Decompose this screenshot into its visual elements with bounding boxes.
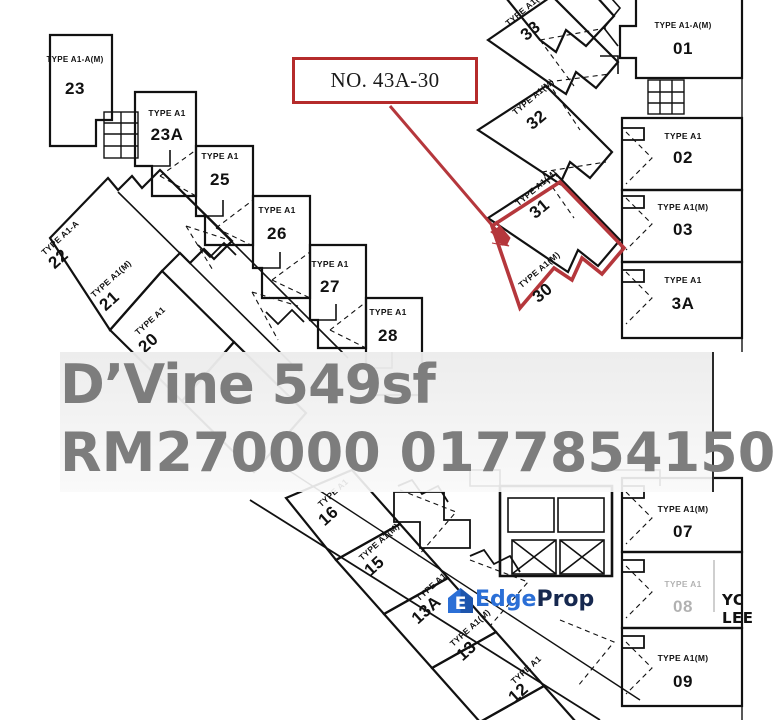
unit-label: TYPE A1 08 [664,579,701,616]
svg-text:E: E [455,594,467,614]
unit-label: TYPE A1 02 [664,131,701,167]
unit-type-label: TYPE A1 [258,205,295,215]
edgeprop-wordmark: EdgeProp [475,589,594,611]
unit-label: TYPE A1 26 [258,205,295,243]
listing-price-phone-watermark: RM270000 0177854150 [60,421,776,484]
edgeprop-logo: E EdgeProp [447,585,594,615]
unit-number-label: 30 [529,279,556,306]
unit-label: TYPE A1(M)32 [510,77,555,134]
unit-number-label: 23 [65,79,85,98]
unit-label: TYPE A1 23A [148,108,185,144]
watermark-band [60,352,714,492]
unit-label: TYPE A1(M) 07 [658,504,709,541]
unit-number-label: 16 [315,502,343,529]
unit-number-label: 07 [673,522,693,541]
unit-number-label: 12 [505,679,533,706]
logo-text-prop: Prop [536,587,595,612]
logo-text-edge: Edge [475,587,537,612]
unit-type-label: TYPE A1 [664,275,701,285]
callout-arrow [388,105,511,247]
unit-type-label: TYPE A1(M) [658,504,709,514]
house-icon: E [447,587,474,614]
unit-number-label: 27 [320,277,340,296]
unit-label: TYPE A1(M)33 [503,0,548,44]
unit-type-label: TYPE A1 [201,151,238,161]
unit-label: TYPE A1 25 [201,151,238,189]
unit-number-label: 02 [673,148,693,167]
unit-type-label: TYPE A1 [664,131,701,141]
unit-number-label: 09 [673,672,693,691]
agent-name: YC LEE [722,591,754,627]
unit-type-label: TYPE A1(M) [658,202,709,212]
unit-type-label: TYPE A1 [369,307,406,317]
unit-type-label: TYPE A1 [311,259,348,269]
unit-number-label: 03 [673,220,693,239]
unit-number-label: 23A [151,125,184,144]
unit-type-label: TYPE A1 [148,108,185,118]
unit-type-label: TYPE A1-A(M) [46,55,103,64]
unit-number-label: 08 [673,597,693,616]
unit-label: TYPE A1-A(M) 01 [654,21,711,58]
agent-divider [713,560,715,612]
unit-number-label: 32 [523,106,550,133]
unit-label: TYPE A1(M)31 [513,168,558,223]
highlighted-unit-outline [489,179,627,312]
unit-type-label: TYPE A1 [664,579,701,589]
listing-title-watermark: D’Vine 549sf [60,353,436,416]
unit-number-label: 28 [378,326,398,345]
unit-label: TYPE A1(M) 03 [658,202,709,239]
unit-number-label: 25 [210,170,230,189]
watermark-band-edge [712,352,714,492]
callout-label: NO. 43A-30 [330,68,440,92]
unit-label: TYPE A1 3A [664,275,701,313]
unit-number-label: 01 [673,39,693,58]
unit-type-label: TYPE A1(M) [658,653,709,663]
unit-label: TYPE A1(M) 09 [658,653,709,691]
unit-type-label: TYPE A1-A(M) [654,21,711,30]
unit-number-label: 3A [672,294,695,313]
unit-number-label: 26 [267,224,287,243]
unit-label: TYPE A1 27 [311,259,348,296]
unit-label: TYPE A1 28 [369,307,406,345]
unit-label: TYPE A1(M)30 [516,250,561,307]
unit-label: TYPE A1-A(M) 23 [46,55,103,98]
callout-box: NO. 43A-30 [292,57,478,104]
